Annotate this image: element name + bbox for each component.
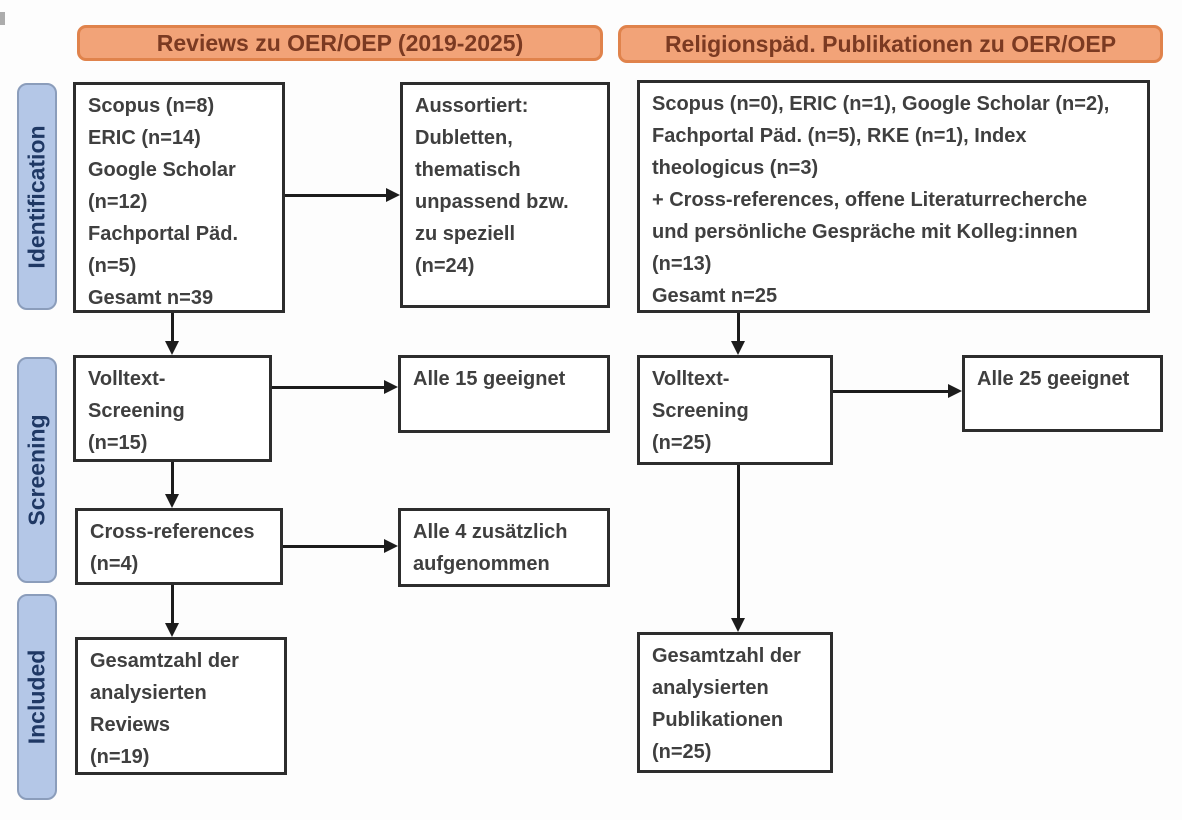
box-right-fulltext-screening: Volltext- Screening (n=25): [637, 355, 833, 465]
arrow-right-fulltext-to-total-line: [737, 465, 740, 619]
box-right-included-total: Gesamtzahl der analysierten Publikatione…: [637, 632, 833, 773]
arrow-left-fulltext-to-result-line: [272, 386, 384, 389]
box-left-fulltext-screening: Volltext- Screening (n=15): [73, 355, 272, 462]
stage-identification: Identification: [17, 83, 57, 310]
stage-identification-label: Identification: [23, 124, 50, 269]
arrow-right-sources-to-fulltext-head: [731, 341, 745, 355]
arrow-left-crossref-to-result-head: [384, 539, 398, 553]
box-right-sources: Scopus (n=0), ERIC (n=1), Google Scholar…: [637, 80, 1150, 313]
arrow-right-fulltext-to-total-head: [731, 618, 745, 632]
arrow-left-fulltext-to-crossref-head: [165, 494, 179, 508]
box-left-excluded: Aussortiert: Dubletten, thematisch unpas…: [400, 82, 610, 308]
box-left-fulltext-result: Alle 15 geeignet: [398, 355, 610, 433]
column-header-religionspaed: Religionspäd. Publikationen zu OER/OEP: [618, 25, 1163, 63]
arrow-left-sources-to-fulltext-line: [171, 313, 174, 342]
arrow-left-fulltext-to-result-head: [384, 380, 398, 394]
arrow-left-sources-to-excluded-line: [285, 194, 386, 197]
arrow-left-sources-to-excluded-head: [386, 188, 400, 202]
arrow-left-fulltext-to-crossref-line: [171, 462, 174, 495]
box-left-sources: Scopus (n=8) ERIC (n=14) Google Scholar …: [73, 82, 285, 313]
stage-screening: Screening: [17, 357, 57, 583]
box-left-crossref: Cross-references (n=4): [75, 508, 283, 585]
stage-included-label: Included: [23, 649, 50, 745]
stage-screening-label: Screening: [23, 414, 50, 526]
column-header-reviews: Reviews zu OER/OEP (2019-2025): [77, 25, 603, 61]
arrow-right-sources-to-fulltext-line: [737, 313, 740, 342]
scan-artifact: [0, 12, 5, 25]
box-left-crossref-result: Alle 4 zusätzlich aufgenommen: [398, 508, 610, 587]
arrow-left-crossref-to-total-head: [165, 623, 179, 637]
box-left-included-total: Gesamtzahl der analysierten Reviews (n=1…: [75, 637, 287, 775]
arrow-left-crossref-to-result-line: [283, 545, 384, 548]
stage-included: Included: [17, 594, 57, 800]
arrow-right-fulltext-to-result-line: [833, 390, 948, 393]
box-right-fulltext-result: Alle 25 geeignet: [962, 355, 1163, 432]
arrow-left-crossref-to-total-line: [171, 585, 174, 624]
arrow-right-fulltext-to-result-head: [948, 384, 962, 398]
arrow-left-sources-to-fulltext-head: [165, 341, 179, 355]
